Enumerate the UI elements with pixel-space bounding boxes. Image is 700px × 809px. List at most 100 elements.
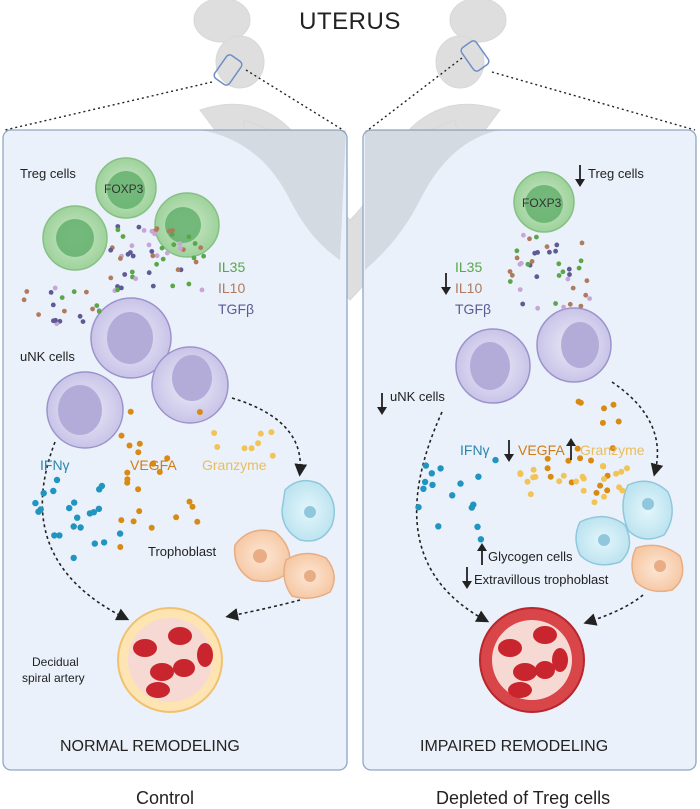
cytokine-dot: [100, 539, 108, 546]
cytokine-dot: [159, 245, 165, 251]
cytokine-dot: [429, 481, 436, 489]
cytokine-dot: [556, 478, 563, 485]
cytokine-dot: [437, 465, 444, 472]
cytokine-dot: [135, 449, 142, 456]
cytokine-dot: [553, 301, 558, 306]
cytokine-dot: [610, 401, 617, 408]
cytokine-dot: [122, 272, 128, 277]
cytokine-dot: [532, 250, 538, 256]
cytokine-dot: [119, 285, 124, 291]
cytokine-dot: [580, 487, 587, 494]
cytokine-dot: [599, 419, 606, 426]
zoom-box-right: [460, 40, 490, 72]
cytokine-dot: [199, 287, 205, 293]
cytokine-dot: [535, 305, 541, 311]
cytokine-dot: [534, 274, 540, 280]
cytokine-dot: [37, 506, 44, 513]
cytokine-dot: [211, 430, 218, 436]
cytokine-dot: [517, 471, 524, 478]
cytokine-dot: [554, 242, 560, 248]
migration-arrows: [41, 381, 664, 626]
cytokine-dot: [156, 469, 163, 475]
cytokine-dot: [189, 503, 196, 510]
cytokine-dot: [36, 312, 41, 317]
cytokine-dot: [624, 465, 630, 472]
cytokine-dot: [154, 261, 160, 267]
cytokine-dot: [565, 276, 571, 282]
cytokine-dot: [518, 260, 524, 266]
right-glycogen-label: Glycogen cells: [488, 549, 573, 564]
cytokine-dot: [619, 487, 626, 494]
cytokine-dot: [164, 250, 170, 256]
cytokine-dot: [154, 227, 159, 232]
cytokine-dot: [50, 487, 57, 495]
right-granzyme-label: Granzyme: [580, 442, 645, 458]
cytokine-dot: [164, 455, 171, 462]
cytokine-dot: [544, 465, 551, 472]
cytokine-dot: [514, 248, 520, 254]
cytokine-dot: [80, 319, 86, 324]
cytokine-dot: [530, 466, 537, 473]
cytokine-dot: [575, 398, 582, 405]
cytokine-dot: [428, 470, 435, 477]
cytokine-dot: [160, 256, 166, 262]
cytokine-dot: [524, 478, 531, 485]
cytokine-dot: [95, 505, 103, 512]
left-tgfb-label: TGFβ: [218, 301, 255, 317]
cytokine-dot: [177, 241, 183, 247]
cytokine-dot: [415, 504, 422, 511]
cytokine-dot: [529, 259, 535, 264]
cytokine-dot: [141, 228, 147, 233]
right-il35-label: IL35: [455, 259, 483, 275]
cytokine-dot: [59, 295, 65, 300]
left-trophoblast-label: Trophoblast: [148, 544, 217, 559]
cytokine-dot: [214, 444, 221, 450]
cytokine-dot: [241, 445, 248, 452]
cytokine-dot: [186, 498, 193, 505]
cytokine-dot: [32, 499, 39, 507]
cytokine-dot: [198, 245, 204, 251]
cytokine-dot: [62, 308, 67, 314]
cytokine-dot: [71, 289, 77, 295]
cytokine-dot: [74, 514, 81, 521]
cytokine-dot: [556, 273, 562, 278]
cytokine-dot: [560, 472, 567, 479]
cytokine-dot: [148, 524, 155, 531]
right-caption: Depleted of Treg cells: [436, 788, 611, 808]
cytokine-dot: [556, 261, 562, 267]
cytokine-dot: [588, 457, 594, 464]
cytokine-dot: [91, 540, 99, 547]
cytokine-dot: [77, 313, 83, 319]
cytokine-dot: [146, 270, 152, 276]
cytokine-dot: [196, 409, 203, 415]
right-treg-label: Treg cells: [588, 166, 644, 181]
cytokine-dot: [118, 517, 125, 524]
cytokine-dot: [51, 318, 56, 324]
cytokine-dot: [553, 248, 558, 254]
cytokine-dot: [422, 462, 430, 469]
left-unk-cells: [46, 297, 229, 449]
cytokine-dot: [525, 261, 531, 267]
cytokine-dot: [118, 432, 125, 439]
cytokine-dot: [520, 301, 526, 307]
cytokine-dot: [600, 463, 606, 469]
cytokine-dot: [601, 493, 607, 500]
cytokine-dot: [166, 228, 172, 234]
cytokine-dot: [133, 276, 139, 282]
cytokine-dot: [175, 267, 181, 273]
cytokine-dot: [177, 246, 183, 252]
cytokine-dot: [255, 440, 262, 447]
cytokine-dot: [150, 253, 156, 259]
cytokine-dot: [71, 499, 78, 506]
cytokine-dot: [124, 476, 131, 483]
cytokine-dot: [578, 258, 584, 264]
cytokine-dot: [51, 532, 58, 539]
left-il10-label: IL10: [218, 280, 246, 296]
cytokine-dot: [527, 236, 532, 242]
cytokine-dot: [117, 544, 124, 550]
diagram-title: UTERUS: [299, 8, 401, 35]
cytokine-dot: [50, 302, 56, 308]
right-treg-cell: [513, 171, 575, 233]
cytokine-dot: [152, 231, 158, 237]
